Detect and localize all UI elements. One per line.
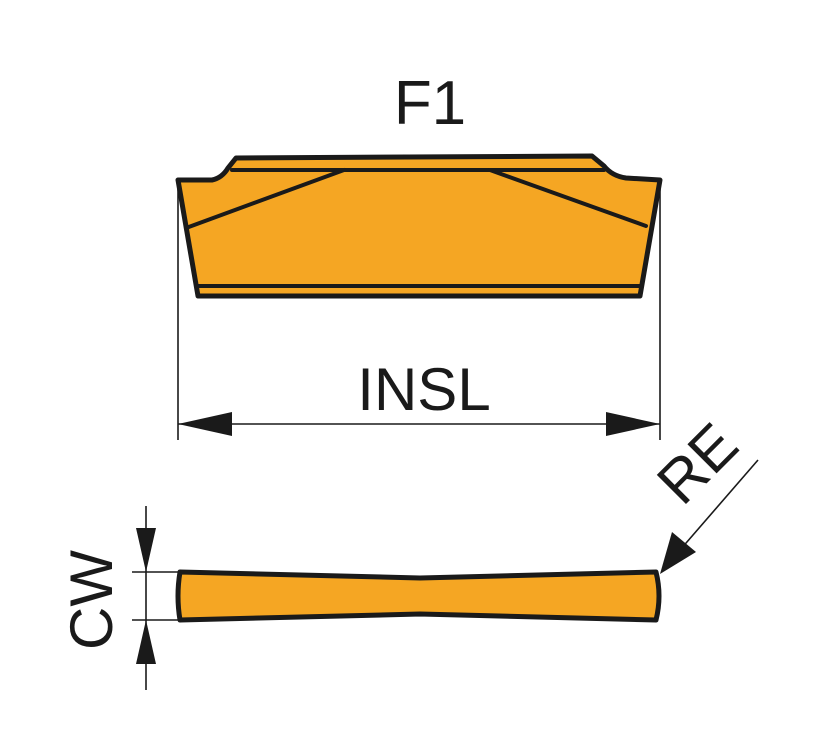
label-cw: CW [58,550,125,650]
dimension-cw [132,506,182,690]
label-f1: F1 [394,69,466,138]
insert-top-right-chamfer [488,168,648,228]
insert-top-view [175,153,663,299]
cw-arrow-top [136,528,156,572]
insl-arrow-left [178,412,232,436]
insert-side-view [175,569,662,623]
insl-arrow-right [606,412,660,436]
insert-top-left-chamfer [184,168,346,230]
re-arrow [660,532,696,574]
label-insl: INSL [357,356,490,423]
dimension-insl [177,182,661,440]
cw-arrow-bottom [136,620,156,664]
dimension-re [660,459,759,574]
re-leader-line [679,459,759,551]
insert-side-body [175,569,662,623]
insert-top-body [175,153,663,299]
